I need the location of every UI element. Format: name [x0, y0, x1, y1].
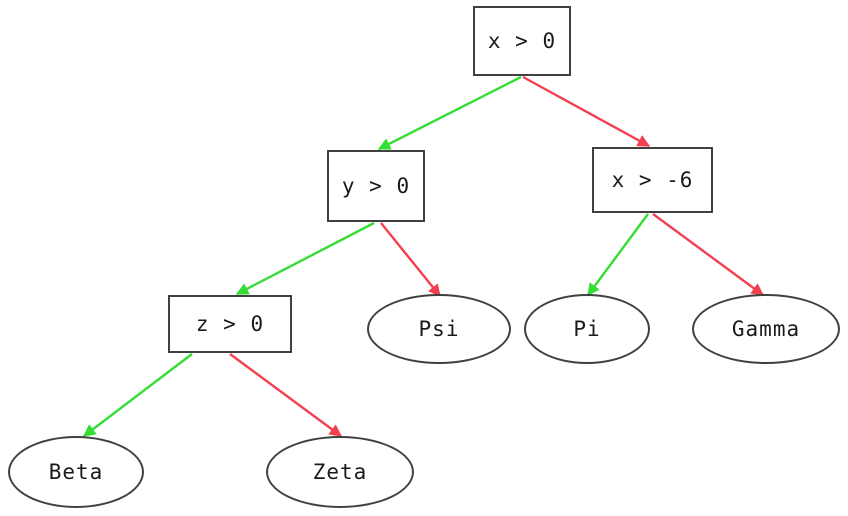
node-zeta[interactable]: Zeta: [266, 436, 414, 508]
node-label-zeta: Zeta: [312, 459, 368, 484]
node-beta[interactable]: Beta: [8, 436, 144, 508]
node-label-gamma: Gamma: [731, 316, 801, 341]
node-root[interactable]: x > 0: [473, 6, 571, 76]
node-label-root: x > 0: [487, 28, 557, 53]
edge-root-to-x6: [522, 75, 651, 148]
edge-root-to-y: [377, 75, 522, 151]
node-psi[interactable]: Psi: [367, 294, 511, 364]
edge-z-to-beta: [83, 353, 193, 437]
node-y_gt_0[interactable]: y > 0: [327, 150, 425, 222]
node-z_gt_0[interactable]: z > 0: [168, 295, 292, 353]
edge-y-to-z: [235, 221, 375, 296]
node-label-psi: Psi: [418, 316, 460, 341]
edge-z-to-zeta: [229, 353, 343, 437]
node-gamma[interactable]: Gamma: [692, 294, 840, 364]
node-label-z_gt_0: z > 0: [195, 311, 265, 336]
node-label-beta: Beta: [48, 459, 104, 484]
edge-x6-to-gamma: [652, 213, 765, 296]
node-label-x_gt_m6: x > -6: [611, 167, 694, 192]
node-label-pi: Pi: [573, 316, 601, 341]
node-x_gt_m6[interactable]: x > -6: [592, 147, 713, 213]
node-pi[interactable]: Pi: [524, 294, 650, 364]
edge-x6-to-pi: [587, 213, 649, 297]
node-label-y_gt_0: y > 0: [341, 173, 411, 198]
edge-y-to-psi: [380, 222, 441, 297]
